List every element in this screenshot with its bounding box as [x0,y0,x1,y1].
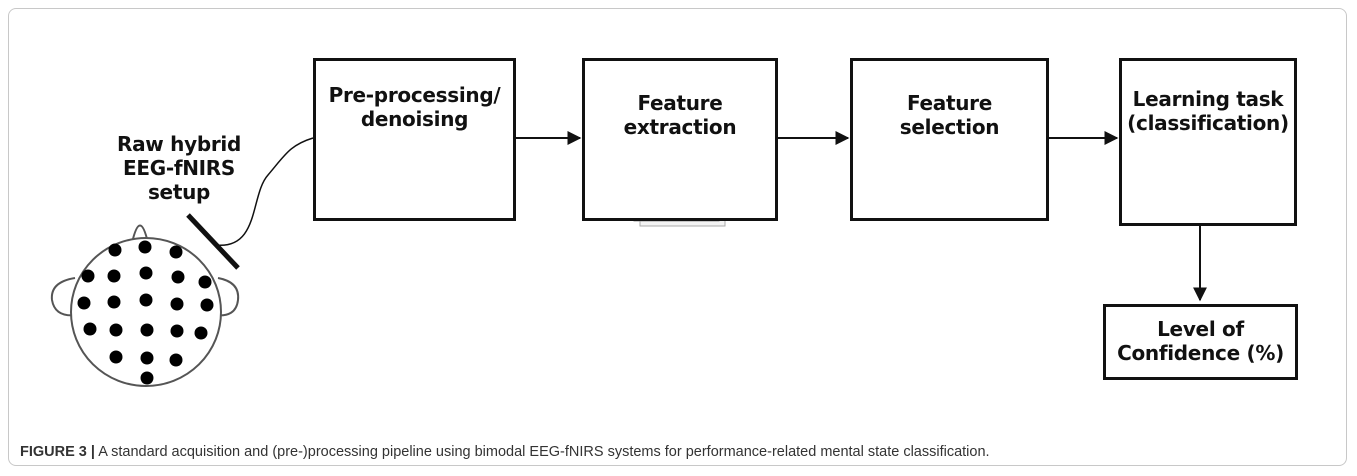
caption-text: A standard acquisition and (pre-)process… [94,444,990,460]
cable-line [214,137,314,246]
stage-2-line-2: extraction [623,115,737,139]
stage-label-preprocessing: Pre-processing/ denoising [316,83,513,131]
stage-box-learning-task: Learning task (classification) [1119,58,1297,226]
output-label: Level of Confidence (%) [1106,317,1295,365]
stage-label-learning-task: Learning task (classification) [1122,87,1294,135]
source-label: Raw hybrid EEG-fNIRS setup [104,132,254,204]
stage-label-feature-extraction: Feature extraction [585,91,775,139]
stage-label-feature-selection: Feature selection [853,91,1046,139]
source-label-line-3: setup [147,180,211,204]
source-label-line-2: EEG-fNIRS [122,156,236,180]
stage-1-line-2: denoising [360,107,469,131]
head-electrodes-icon [50,224,240,387]
stage-4-line-2: (classification) [1127,111,1289,135]
stage-box-feature-extraction: Feature extraction [582,58,778,221]
stage-3-line-1: Feature [906,91,993,115]
source-label-line-1: Raw hybrid [117,132,241,156]
stage-box-preprocessing: Pre-processing/ denoising [313,58,516,221]
stage-3-line-2: selection [899,115,1000,139]
output-line-1: Level of [1157,317,1244,341]
output-line-2: Confidence (%) [1117,341,1284,365]
caption-prefix: FIGURE 3 | [20,444,95,460]
stage-1-line-1: Pre-processing/ [328,83,501,107]
stage-2-line-1: Feature [637,91,723,115]
output-box-confidence: Level of Confidence (%) [1103,304,1298,380]
stage-4-line-1: Learning task [1132,87,1284,111]
stage-box-feature-selection: Feature selection [850,58,1049,221]
electrode-bar [186,213,240,270]
figure-caption: FIGURE 3 | A standard acquisition and (p… [20,444,1340,460]
